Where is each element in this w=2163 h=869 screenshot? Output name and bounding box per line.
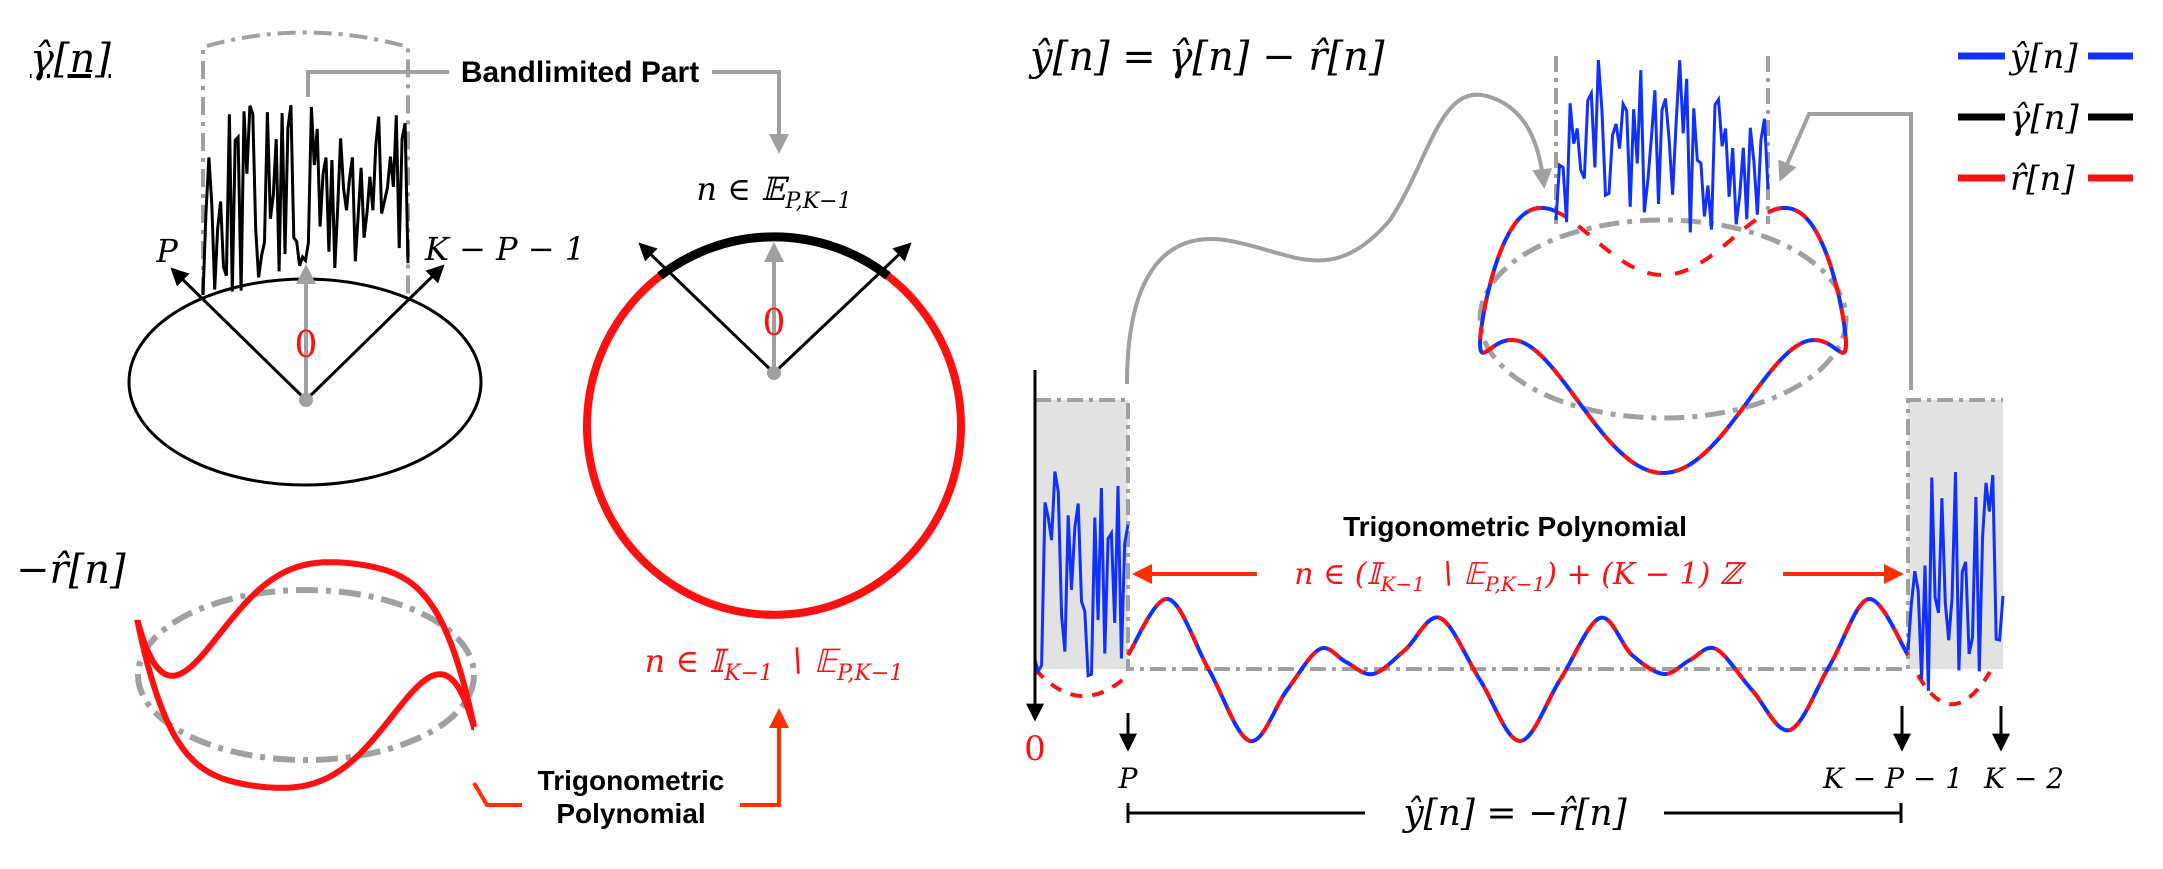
e-set-sub: P,K−1 — [784, 189, 851, 214]
ie-main: n ∈ 𝕀 — [645, 642, 730, 680]
legend-label: r̂[n] — [2010, 159, 2075, 199]
p-label: P — [155, 232, 178, 270]
equality-label: ŷ[n] = −r̂[n] — [1401, 793, 1627, 834]
range-pre: n ∈ (𝕀 — [1294, 557, 1385, 592]
circle-zero-label: 0 — [763, 303, 786, 344]
legend-label: ŷ[n] — [2008, 37, 2078, 77]
y-trig-wave — [1126, 597, 1910, 744]
e-set-main: n ∈ 𝔼 — [696, 170, 790, 208]
arrow-kp1 — [304, 264, 445, 402]
y-ring-ellipse — [1477, 217, 1849, 421]
gamma-noise-line — [201, 105, 410, 296]
wave-red-dashed — [1126, 597, 1910, 744]
legend-label: γ̂[n] — [2010, 98, 2079, 138]
equality-bracket-right — [1664, 803, 1903, 823]
e-set-label: n ∈ 𝔼P,K−1 — [696, 170, 851, 214]
bandlimited-bracket — [201, 30, 410, 295]
circle-center-dot — [767, 366, 781, 380]
legend: ŷ[n] γ̂[n] r̂[n] — [1958, 37, 2133, 199]
gamma-ring-panel: γ̂[n] 0 P K − P − 1 Bandlimited Part — [30, 30, 789, 487]
y-equation-title: ŷ[n] = γ̂[n] − r̂[n] — [1028, 34, 1385, 80]
tick-label-zero: 0 — [1024, 729, 1046, 769]
region-outline — [1035, 398, 2003, 671]
range-sub2: P,K−1 — [1484, 572, 1545, 596]
range-sub1: K−1 — [1380, 572, 1425, 596]
noise-right — [1906, 472, 2005, 691]
ring-noise-line — [1554, 59, 1770, 233]
trig-label-line1: Trigonometric — [538, 765, 725, 796]
trig-callout-line — [472, 781, 522, 807]
connector-arrow-left — [1125, 92, 1553, 385]
noise-region-left — [1035, 400, 1128, 669]
trig-callout-arrow — [740, 708, 789, 807]
tick-label-k2: K − 2 — [1983, 762, 2064, 795]
y-ring-noise — [1554, 59, 1770, 233]
y-boundary-noise — [1033, 471, 2005, 691]
y-panel: ŷ[n] = γ̂[n] − r̂[n] ŷ[n]γ̂[n]r̂[n] 0 P … — [1024, 34, 2133, 834]
bandlimited-label: Bandlimited Part — [461, 56, 699, 89]
r-ring-red-dashed — [1477, 205, 1848, 476]
gamma-noise-signal — [201, 105, 410, 296]
trig-polynomial-curve — [134, 559, 477, 791]
range-post: ) + (K − 1) ℤ — [1544, 557, 1747, 592]
r-ring-ellipse — [135, 587, 477, 763]
index-circle-panel: n ∈ 𝔼P,K−1 0 n ∈ 𝕀K−1 ∖ 𝔼P,K−1 — [583, 170, 965, 807]
zero-label: 0 — [295, 325, 318, 366]
bandlimited-connector-left — [306, 70, 449, 97]
r-under-left — [1033, 667, 1130, 699]
equality-bracket-left — [1126, 803, 1365, 823]
range-mid: ∖ 𝔼 — [1425, 557, 1489, 592]
ie-mid: ∖ 𝔼 — [773, 642, 841, 680]
r-under-right — [1916, 670, 1992, 707]
tick-label-kp1: K − P − 1 — [1822, 762, 1963, 795]
noise-left — [1033, 471, 1130, 678]
range-label: n ∈ (𝕀K−1 ∖ 𝔼P,K−1) + (K − 1) ℤ — [1294, 557, 1747, 596]
bandlimited-arc — [657, 232, 891, 280]
tick-label-p: P — [1118, 762, 1139, 795]
kp1-label: K − P − 1 — [424, 230, 585, 268]
gamma-label: γ̂[n] — [30, 36, 111, 82]
arrow-right — [772, 242, 912, 375]
y-ring-wave — [1477, 205, 1848, 476]
ie-sub2: P,K−1 — [836, 661, 903, 686]
arrow-left — [638, 242, 776, 375]
y-ring-blue-segment — [1769, 205, 1848, 345]
connector-arrow-right — [1778, 112, 1913, 390]
bandlimited-connector-right — [712, 70, 789, 154]
r-ring-panel: −r̂[n] Trigonometric Polynomial — [16, 547, 724, 829]
arrow-p — [170, 267, 308, 402]
minus-r-label: −r̂[n] — [16, 547, 126, 593]
trig-polynomial-label: Trigonometric Polynomial — [1343, 511, 1687, 542]
ie-sub1: K−1 — [723, 661, 773, 686]
complement-arc — [583, 272, 965, 619]
origin-dot — [299, 393, 313, 407]
ie-set-label: n ∈ 𝕀K−1 ∖ 𝔼P,K−1 — [645, 642, 904, 686]
trig-label-line2: Polynomial — [556, 798, 705, 829]
